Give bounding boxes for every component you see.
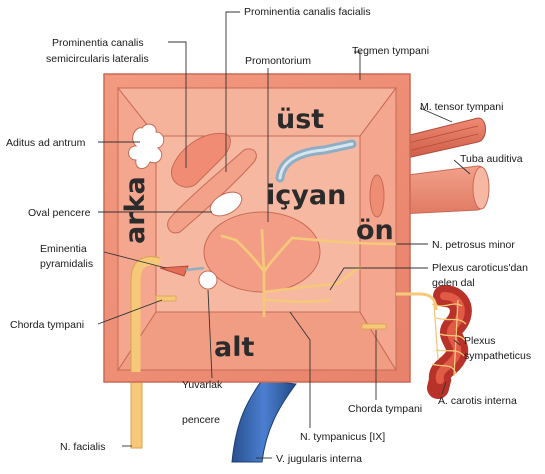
label-tegmen-tympani: Tegmen tympani	[352, 45, 429, 57]
n-facialis-canal	[131, 256, 162, 372]
label-eminentia-1: Eminentia	[40, 243, 87, 255]
label-v-jugularis-interna: V. jugularis interna	[276, 453, 362, 465]
plexus-tympanicus-nerves	[220, 228, 398, 318]
label-prominentia-canalis-1: Prominentia canalis	[52, 37, 144, 49]
label-plexus-sympatheticus-1: Plexus	[464, 335, 496, 347]
plexus-caroticus-branch	[396, 292, 438, 311]
label-plexus-caroticus-2: gelen dal	[432, 277, 475, 289]
label-chorda-tympani-right: Chorda tympani	[348, 403, 422, 415]
label-prominentia-canalis-2: semicircularis lateralis	[46, 53, 149, 65]
label-plexus-sympatheticus-2: sympatheticus	[464, 350, 531, 362]
aditus-ad-antrum-shape	[128, 123, 165, 169]
chorda-tympani-left-nerve	[155, 295, 177, 302]
label-chorda-tympani-left: Chorda tympani	[10, 319, 84, 331]
label-m-tensor-tympani: M. tensor tympani	[420, 101, 503, 113]
label-yuvarlak-1: Yuvarlak	[182, 379, 223, 391]
a-carotis-interna-highlight	[435, 292, 465, 384]
region-icyan: içyan	[266, 180, 346, 211]
region-arka: arka	[120, 176, 151, 244]
label-plexus-caroticus-1: Plexus caroticus'dan	[432, 262, 528, 274]
label-n-petrosus-minor: N. petrosus minor	[432, 239, 515, 251]
plexus-sympatheticus-net	[431, 299, 467, 377]
label-tuba-auditiva: Tuba auditiva	[460, 153, 523, 165]
label-eminentia-2: pyramidalis	[40, 258, 93, 270]
m-tensor-tympani-muscle	[397, 117, 486, 161]
tuba-auditiva-inner-opening	[369, 174, 385, 218]
m-tensor-tympani-fibers	[403, 125, 479, 153]
label-promontorium: Promontorium	[245, 55, 311, 67]
eminentia-pyramidalis	[159, 265, 189, 277]
floor-wall	[117, 311, 397, 371]
yuvarlak-pencere-window	[198, 270, 218, 290]
region-ust: üst	[276, 104, 324, 135]
label-a-carotis-interna: A. carotis interna	[438, 395, 517, 407]
label-yuvarlak-2: pencere	[182, 414, 220, 426]
chorda-tympani-right-nerve	[361, 323, 387, 330]
stapedius-tendon	[185, 266, 205, 272]
label-n-tympanicus: N. tympanicus [IX]	[300, 431, 385, 443]
roof-wall	[116, 87, 397, 137]
label-aditus-ad-antrum: Aditus ad antrum	[6, 137, 86, 149]
v-jugularis-interna-vessel	[231, 379, 297, 463]
label-oval-pencere: Oval pencere	[28, 207, 91, 219]
region-on: ön	[356, 215, 394, 246]
prominentia-canalis-semicircularis-lateralis	[170, 132, 231, 188]
tensor-tympani-canal-highlight	[278, 142, 354, 180]
leader-lines	[97, 11, 471, 459]
label-prominentia-canalis-facialis: Prominentia canalis facialis	[244, 6, 371, 18]
region-alt: alt	[214, 332, 254, 363]
label-n-facialis: N. facialis	[60, 441, 106, 453]
tuba-auditiva-opening	[472, 166, 490, 210]
